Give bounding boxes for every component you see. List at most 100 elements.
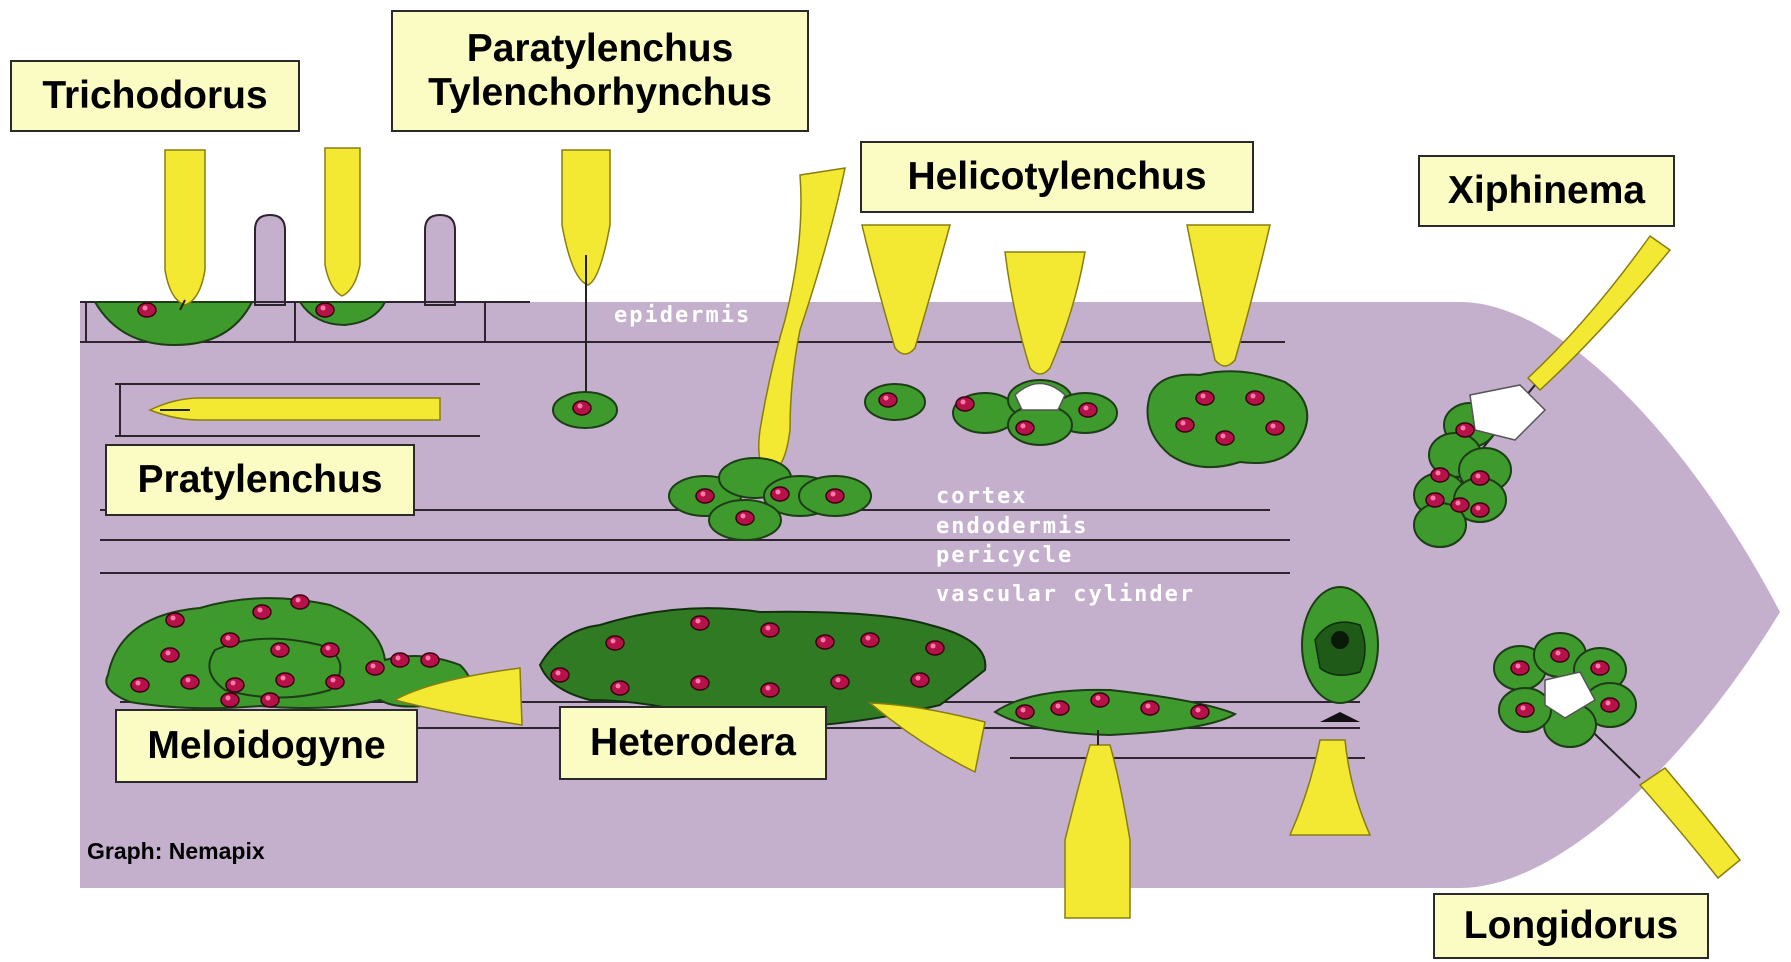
nucleolus (821, 638, 826, 643)
trichodorus-nematode (325, 148, 360, 296)
tissue-cortex: cortex (936, 484, 1027, 509)
xiphinema-nematode (1528, 236, 1670, 390)
nucleolus (1096, 696, 1101, 701)
label-helicotylenchus-text: Helicotylenchus (907, 155, 1206, 199)
nucleus (956, 397, 974, 411)
pratylenchus-feeding-site (150, 398, 440, 420)
nucleus (691, 676, 709, 690)
nucleus (816, 635, 834, 649)
nucleus (391, 653, 409, 667)
nucleolus (1056, 704, 1061, 709)
nucleolus (296, 598, 301, 603)
nucleolus (1476, 506, 1481, 511)
nucleolus (616, 684, 621, 689)
cyst-core (1331, 631, 1349, 649)
label-longidorus: Longidorus (1433, 893, 1709, 959)
nucleus (551, 668, 569, 682)
nucleus (166, 613, 184, 627)
nucleus (421, 653, 439, 667)
nucleolus (226, 696, 231, 701)
nucleus (1016, 421, 1034, 435)
nucleus (253, 605, 271, 619)
label-pratylenchus: Pratylenchus (105, 444, 415, 516)
nucleus (1079, 403, 1097, 417)
nucleolus (1271, 424, 1276, 429)
trichodorus-feeding-site (95, 150, 252, 345)
nucleolus (831, 492, 836, 497)
nucleolus (611, 639, 616, 644)
nucleus (1091, 693, 1109, 707)
nucleus (861, 633, 879, 647)
nucleus (691, 616, 709, 630)
nucleolus (556, 671, 561, 676)
nucleus (831, 675, 849, 689)
label-pratylenchus-text: Pratylenchus (138, 458, 383, 502)
nucleolus (1221, 434, 1226, 439)
nucleolus (396, 656, 401, 661)
nucleolus (1516, 664, 1521, 669)
nucleus (1216, 431, 1234, 445)
nucleus (271, 643, 289, 657)
nucleolus (1146, 704, 1151, 709)
nucleus (1456, 423, 1474, 437)
nucleolus (578, 404, 583, 409)
nucleus (221, 693, 239, 707)
nucleus (291, 595, 309, 609)
nucleolus (371, 664, 376, 669)
nucleus (1471, 471, 1489, 485)
nucleus (611, 681, 629, 695)
label-meloidogyne-text: Meloidogyne (147, 724, 385, 768)
nucleolus (696, 679, 701, 684)
nucleus (1451, 498, 1469, 512)
nucleus (771, 487, 789, 501)
nucleolus (961, 400, 966, 405)
nucleus (1016, 705, 1034, 719)
nucleolus (1436, 471, 1441, 476)
nucleus (226, 678, 244, 692)
nucleolus (1596, 664, 1601, 669)
nucleolus (836, 678, 841, 683)
nucleus (1431, 468, 1449, 482)
nucleolus (171, 616, 176, 621)
nucleolus (1021, 708, 1026, 713)
nucleus (221, 633, 239, 647)
feeding-cell-cluster (1148, 371, 1308, 467)
nucleus (1601, 698, 1619, 712)
label-heterodera: Heterodera (559, 706, 827, 780)
nucleolus (1606, 701, 1611, 706)
nucleolus (1021, 424, 1026, 429)
nucleus (366, 661, 384, 675)
nucleolus (331, 678, 336, 683)
nucleus (696, 489, 714, 503)
tissue-vascular-cylinder: vascular cylinder (936, 582, 1195, 607)
nucleus (181, 675, 199, 689)
nucleolus (931, 644, 936, 649)
nucleus (761, 623, 779, 637)
longidorus-nematode (1640, 768, 1740, 878)
nucleolus (1201, 394, 1206, 399)
nucleolus (776, 490, 781, 495)
nucleolus (1431, 496, 1436, 501)
nucleus (261, 693, 279, 707)
root-hair (255, 215, 285, 305)
nucleolus (276, 646, 281, 651)
nucleolus (1521, 706, 1526, 711)
nucleolus (696, 619, 701, 624)
nucleolus (258, 608, 263, 613)
label-xiphinema-text: Xiphinema (1448, 169, 1645, 213)
nucleolus (1196, 708, 1201, 713)
nucleus (606, 636, 624, 650)
graph-credit: Graph: Nemapix (87, 838, 265, 865)
nucleolus (143, 306, 148, 311)
nucleus (761, 683, 779, 697)
nucleolus (1461, 426, 1466, 431)
nucleus (1051, 701, 1069, 715)
nucleus (1591, 661, 1609, 675)
nucleolus (1456, 501, 1461, 506)
nucleolus (766, 626, 771, 631)
nucleus (138, 303, 156, 317)
tissue-endodermis: endodermis (936, 514, 1088, 539)
pratylenchus-nematode (150, 398, 440, 420)
nucleus (326, 675, 344, 689)
nucleolus (166, 651, 171, 656)
